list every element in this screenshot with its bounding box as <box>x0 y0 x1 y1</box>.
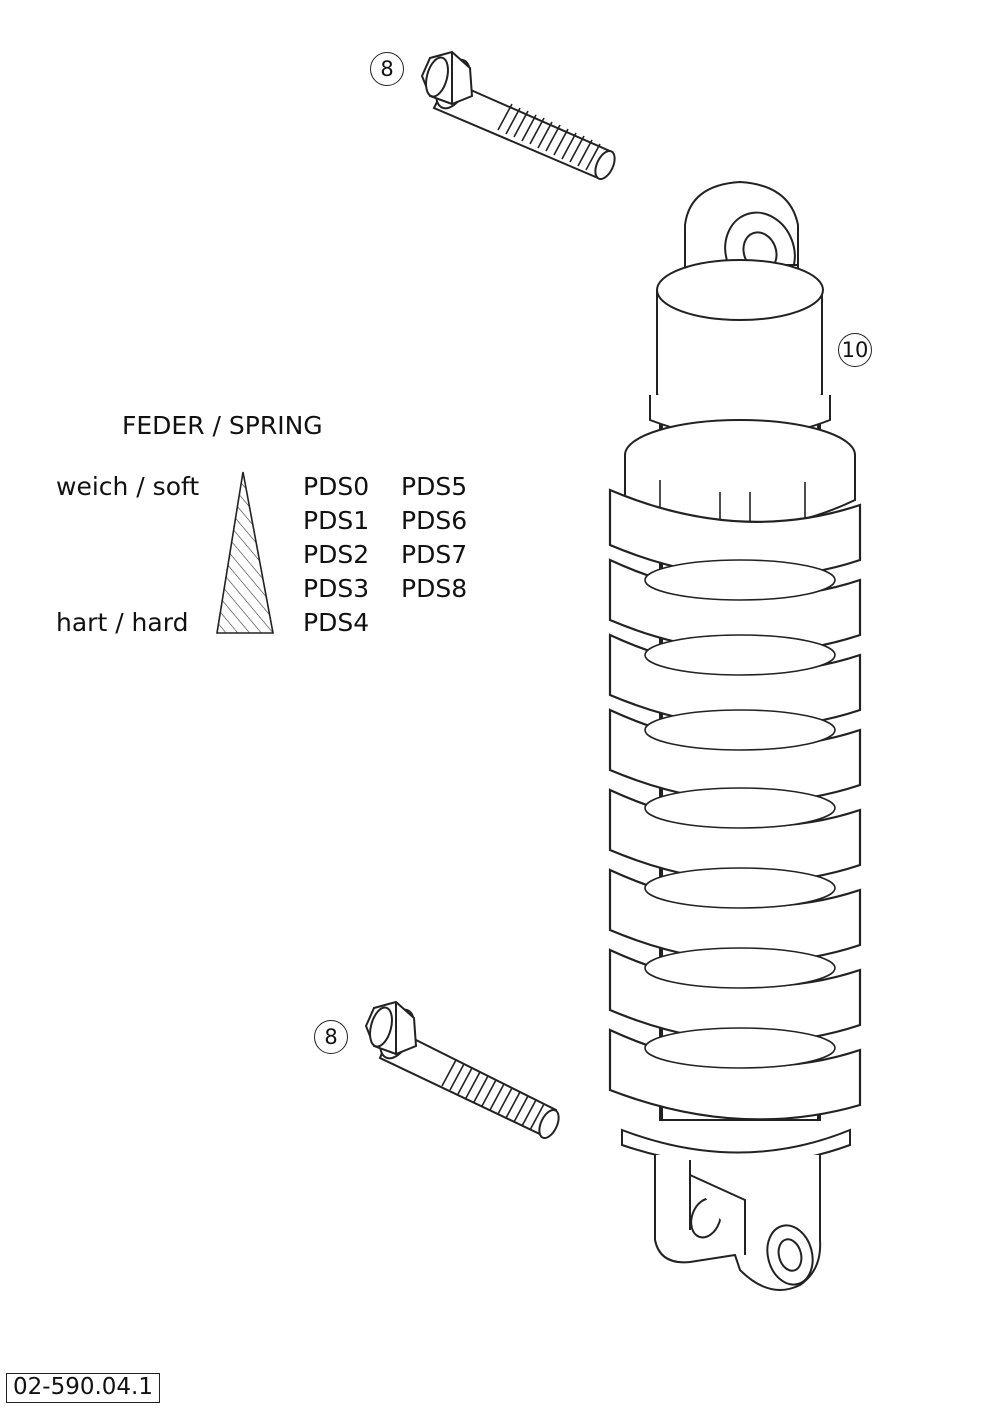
spring-code: PDS5 <box>401 472 468 501</box>
document-number: 02-590.04.1 <box>6 1373 160 1403</box>
bolt-top <box>420 50 616 181</box>
spring-code: PDS2 <box>303 540 370 569</box>
callout-bolt-bottom: 8 <box>314 1020 348 1054</box>
callout-shock-absorber: 10 <box>838 333 872 367</box>
spring-code: PDS4 <box>303 608 370 637</box>
spring-code: PDS6 <box>401 506 468 535</box>
spring-code: PDS3 <box>303 574 370 603</box>
shock-absorber <box>608 180 862 1291</box>
legend-title: FEDER / SPRING <box>122 411 323 440</box>
legend-soft-label: weich / soft <box>56 472 200 501</box>
bolt-bottom <box>364 1000 560 1140</box>
spring-code: PDS0 <box>303 472 370 501</box>
hardness-wedge <box>216 471 274 634</box>
spring-code: PDS7 <box>401 540 468 569</box>
spring-code: PDS1 <box>303 506 370 535</box>
callout-bolt-top: 8 <box>370 52 404 86</box>
legend-hard-label: hart / hard <box>56 608 189 637</box>
spring-code: PDS8 <box>401 574 468 603</box>
